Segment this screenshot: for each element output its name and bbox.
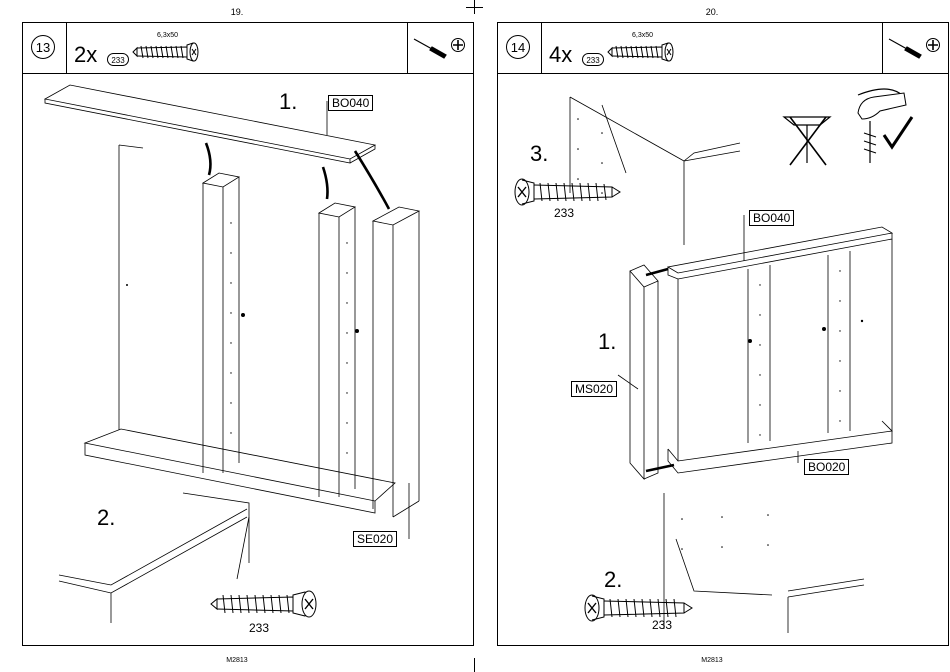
screw-233-icon	[582, 591, 694, 625]
assembly-drawing-frame	[23, 23, 475, 647]
step-2-label: 2.	[97, 505, 115, 531]
screw-part-number: 233	[249, 621, 269, 635]
part-label-bo020: BO020	[804, 459, 849, 475]
instruction-page-19: 13 2x 233 6,3x50	[22, 22, 474, 646]
part-label-bo040: BO040	[749, 210, 794, 226]
step-2-label: 2.	[604, 567, 622, 593]
crop-mark	[466, 7, 483, 8]
step-1-label: 1.	[598, 329, 616, 355]
part-label-bo040: BO040	[328, 95, 373, 111]
page-footer: M2813	[207, 657, 267, 664]
instruction-page-20: 14 4x 233 6,3x50	[497, 22, 949, 646]
step-1-label: 1.	[279, 89, 297, 115]
screw-part-number: 233	[554, 206, 574, 220]
screw-part-number: 233	[652, 618, 672, 632]
part-label-se020: SE020	[353, 531, 397, 547]
step-3-label: 3.	[530, 141, 548, 167]
finger-press-icon	[854, 91, 910, 121]
screw-233-icon	[209, 587, 321, 621]
page-number: 19.	[217, 7, 257, 17]
page-number: 20.	[692, 7, 732, 17]
crop-mark	[474, 658, 475, 672]
screw-233-icon	[512, 175, 622, 209]
page-footer: M2813	[682, 657, 742, 664]
part-label-ms020: MS020	[571, 381, 617, 397]
